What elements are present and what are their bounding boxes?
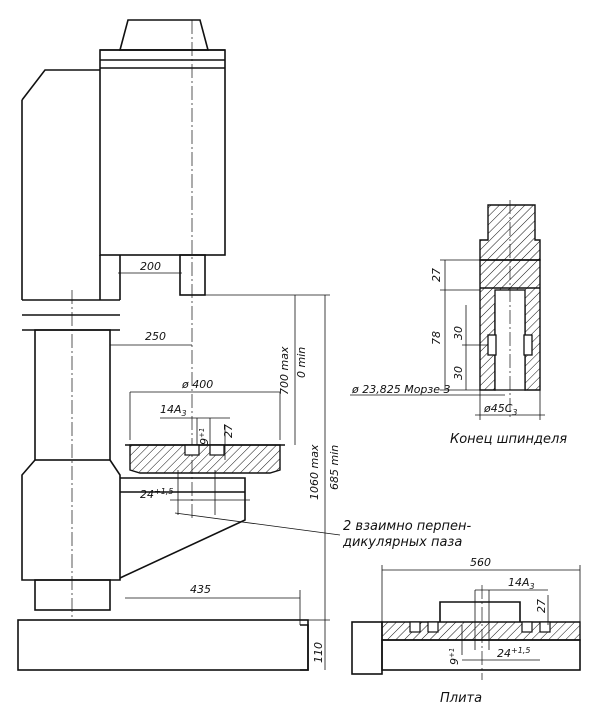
spindle-d45c3: ø45C [483,402,513,415]
column-upper [34,329,111,461]
dim-0-min: 0 min [295,347,308,378]
dim-24: 24 [140,488,154,501]
spindle-dim-27: 27 [430,268,443,282]
plate-dim-24: 24 [497,647,511,660]
plate-dim-14a3: 14A [508,576,530,589]
dim-110: 110 [312,642,325,663]
column-sleeve [21,459,121,581]
svg-text:14A3: 14A3 [160,403,187,418]
plate-dim-27: 27 [535,599,548,613]
machine-body [17,19,309,671]
dim-d400: ø 400 [181,378,213,391]
spindle-end-detail: 27 78 30 30 ø 23,825 Морзе 3 ø45C3 [350,200,545,420]
column-lower [34,579,111,611]
spindle-dim-78: 78 [430,331,443,345]
dim-435: 435 [190,583,211,596]
spindle-morse: ø 23,825 Морзе 3 [351,383,451,396]
dim-9: 9 [198,438,211,445]
head-housing [99,49,226,256]
spindle-dim-30-lower: 30 [452,366,465,380]
work-table [125,444,285,474]
dim-250: 250 [145,330,166,343]
machine-dimensions: 200 250 700 max 0 min 1060 max 685 min 1… [110,260,341,670]
table-bracket [119,477,246,579]
plate-caption: Плита [440,691,482,706]
plate-detail: 560 14A3 27 9+1 24+1,5 [351,556,581,680]
svg-text:24+1,5: 24+1,5 [140,487,173,501]
plate-fixture [439,601,521,622]
base-plate [17,619,309,671]
svg-text:9+1: 9+1 [198,428,211,445]
table-section [129,444,281,474]
svg-text:9+1: 9+1 [448,648,461,665]
plate-dim-560: 560 [470,556,491,569]
slots-label-line2: дикулярных паза [342,535,462,550]
svg-text:14A3: 14A3 [508,576,535,591]
spindle-caption: Конец шпинделя [450,432,567,447]
dim-700-max: 700 max [278,346,291,395]
dim-14a3: 14A [160,403,182,416]
dim-1060-max: 1060 max [308,444,321,500]
dim-685-min: 685 min [328,445,341,490]
spindle-quill [179,254,206,296]
slots-label-line1: 2 взаимно перпен- [343,519,472,534]
top-cap [118,19,210,51]
svg-text:24+1,5: 24+1,5 [497,646,530,660]
dim-27: 27 [222,424,235,438]
dim-200: 200 [140,260,161,273]
svg-text:ø45C3: ø45C3 [483,402,518,417]
back-arm [21,69,100,101]
spindle-dim-30-upper: 30 [452,326,465,340]
plate-dim-9: 9 [448,658,461,665]
